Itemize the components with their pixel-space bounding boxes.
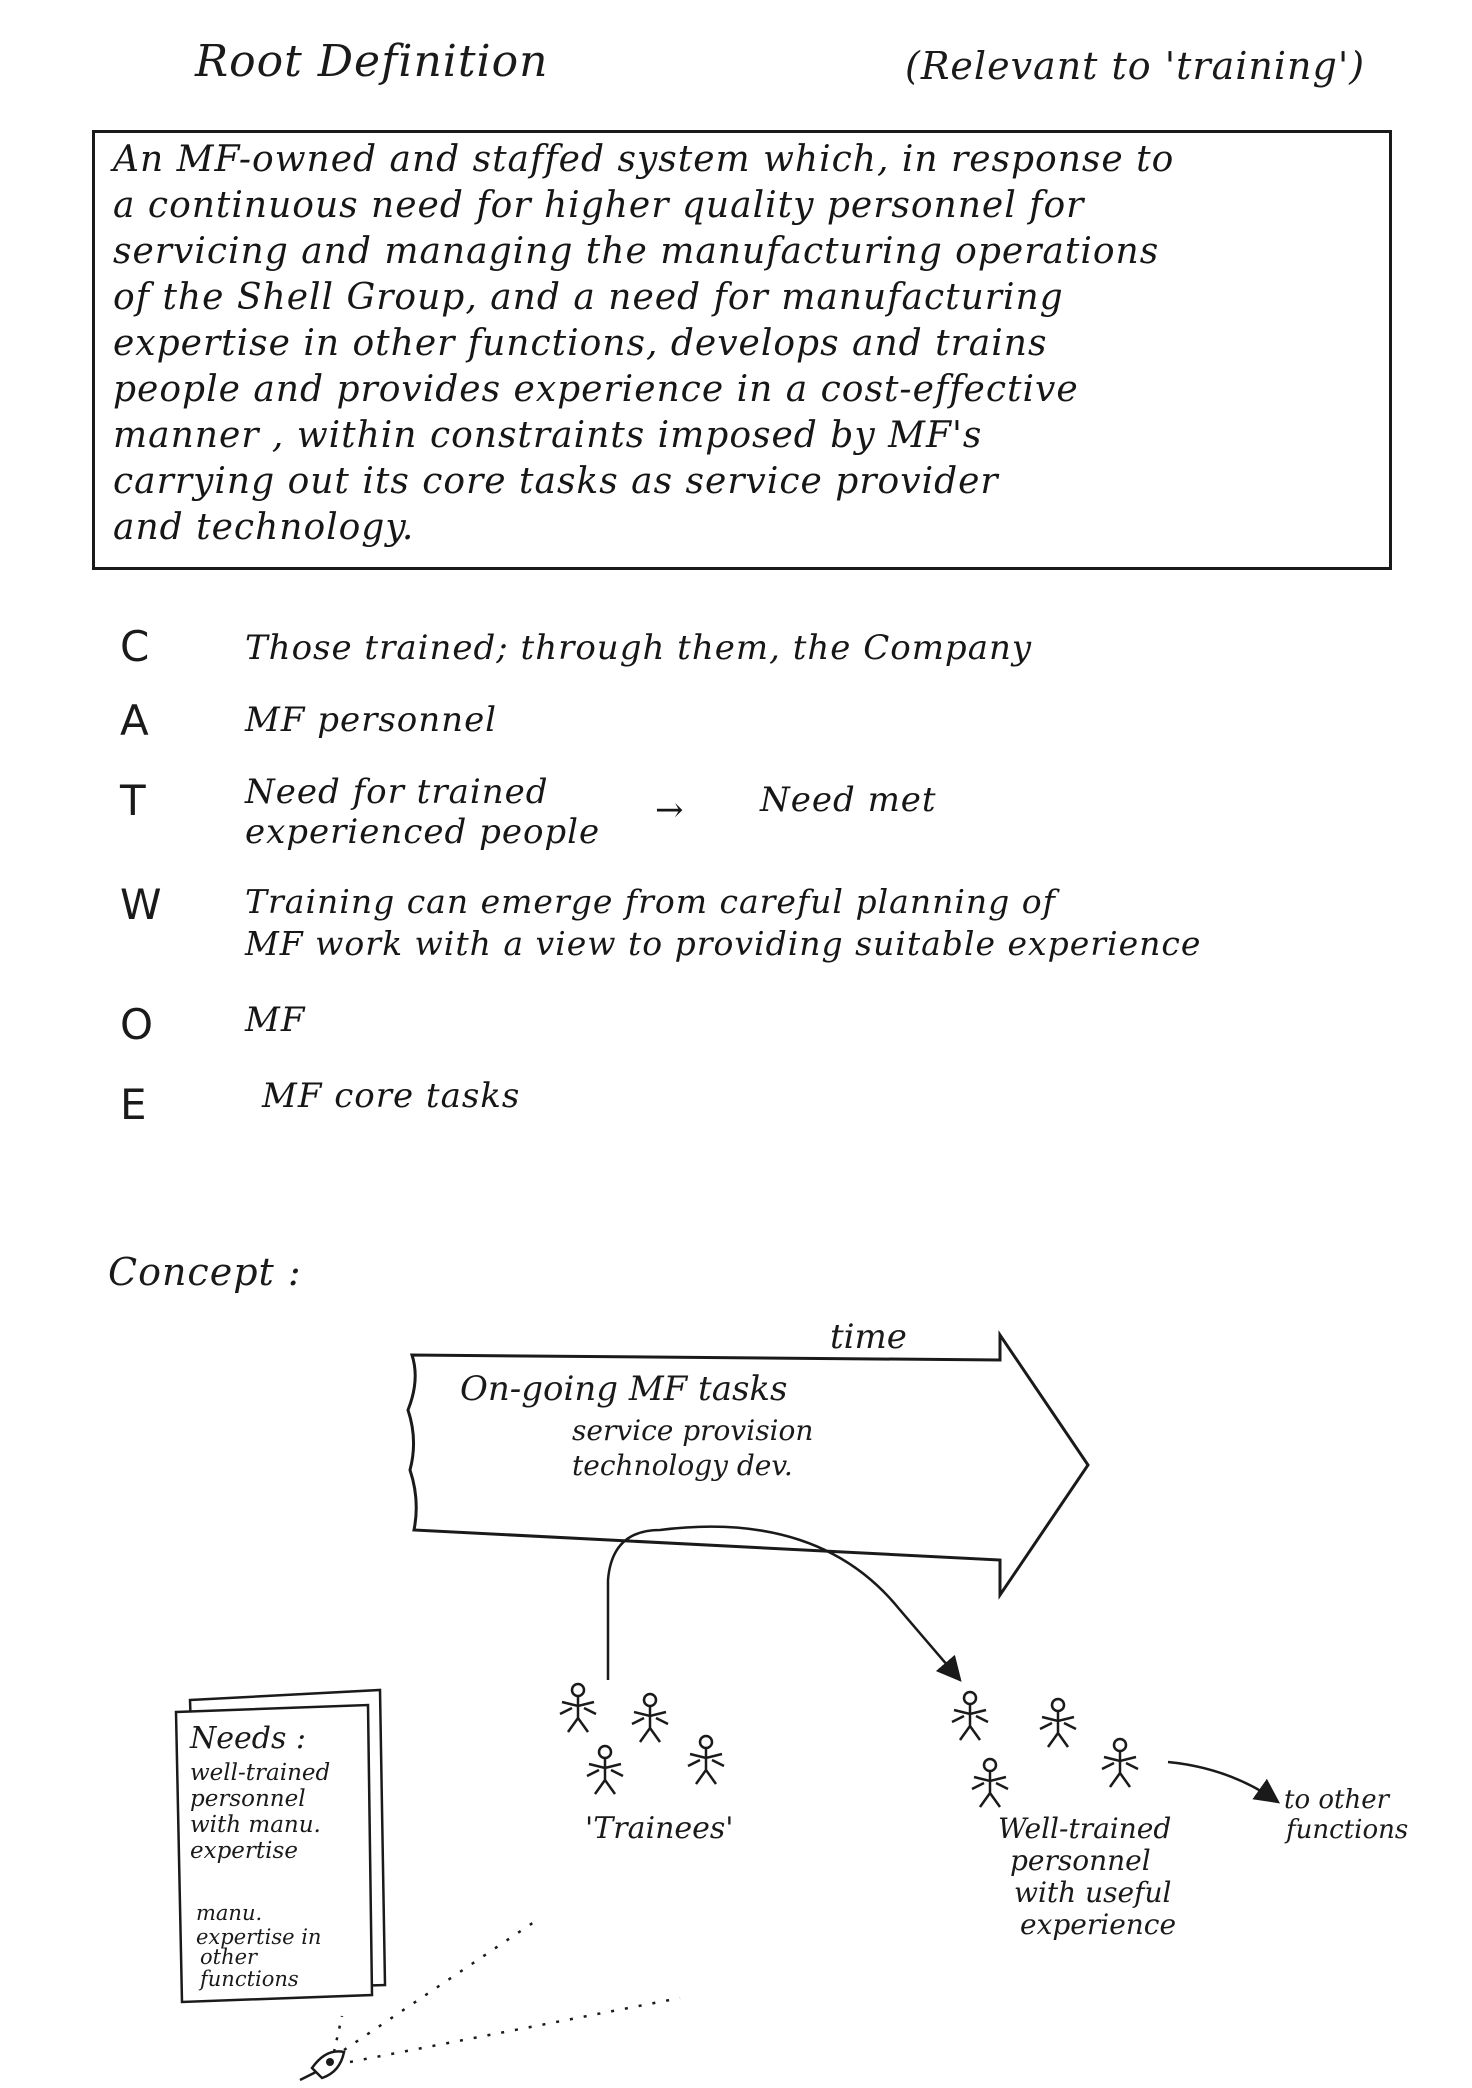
concept-label: Concept : bbox=[108, 1250, 302, 1294]
page-title: Root Definition bbox=[195, 36, 549, 87]
trained-label-line2: personnel bbox=[1010, 1844, 1151, 1877]
time-label: time bbox=[830, 1317, 907, 1357]
catwoe-customers: Those trained; through them, the Company bbox=[245, 628, 1033, 668]
catwoe-environment: MF core tasks bbox=[262, 1076, 521, 1116]
needs-line3: with manu. bbox=[190, 1812, 321, 1838]
trainees-label: 'Trainees' bbox=[585, 1811, 734, 1846]
transformation-arrow: → bbox=[655, 790, 685, 830]
needs-title: Needs : bbox=[189, 1721, 306, 1756]
catwoe-letter-w: W bbox=[120, 880, 162, 929]
root-definition-line: a continuous need for higher quality per… bbox=[113, 185, 1085, 226]
other-functions-line2: functions bbox=[1284, 1815, 1408, 1845]
training-path-curve bbox=[606, 1525, 962, 1682]
catwoe-actors: MF personnel bbox=[245, 700, 498, 740]
needs-line2: personnel bbox=[190, 1786, 306, 1812]
needs-line1: well-trained bbox=[190, 1760, 330, 1786]
root-definition-line: An MF-owned and staffed system which, in… bbox=[113, 139, 1175, 180]
trained-label-line3: with useful bbox=[1014, 1876, 1171, 1909]
root-definition-line: manner , within constraints imposed by M… bbox=[113, 415, 983, 456]
root-definition-line: and technology. bbox=[113, 507, 415, 548]
catwoe-letter-c: C bbox=[120, 622, 150, 671]
root-definition-line: servicing and managing the manufacturing… bbox=[113, 231, 1160, 272]
observer-sight-line bbox=[343, 1916, 541, 2052]
trained-label-line4: experience bbox=[1020, 1908, 1176, 1941]
observer-eye-icon bbox=[299, 2050, 346, 2082]
catwoe-transformation-input: Need for trained bbox=[245, 772, 549, 812]
catwoe-worldview: Training can emerge from careful plannin… bbox=[245, 882, 1056, 921]
needs-note-front bbox=[174, 1703, 374, 2004]
other-functions-line1: to other bbox=[1284, 1785, 1391, 1815]
catwoe-letter-e: E bbox=[120, 1080, 147, 1129]
catwoe-transformation-input-2: experienced people bbox=[245, 812, 601, 852]
trained-label-line1: Well-trained bbox=[998, 1812, 1171, 1845]
root-definition-line: of the Shell Group, and a need for manuf… bbox=[113, 277, 1064, 318]
ongoing-tasks-arrow bbox=[406, 1330, 1090, 1600]
needs-line8: functions bbox=[198, 1967, 299, 1991]
observer-sight-line bbox=[332, 2015, 344, 2053]
catwoe-transformation-output: Need met bbox=[760, 780, 937, 820]
root-definition-box: An MF-owned and staffed system which, in… bbox=[92, 130, 1392, 570]
arrow-title: On-going MF tasks bbox=[460, 1369, 787, 1409]
needs-note-back bbox=[188, 1688, 387, 1992]
root-definition-line: people and provides experience in a cost… bbox=[113, 369, 1079, 410]
catwoe-owner: MF bbox=[245, 1000, 306, 1040]
arrow-subtitle-service: service provision bbox=[572, 1414, 813, 1447]
root-definition-line: expertise in other functions, develops a… bbox=[113, 323, 1048, 364]
needs-line6: expertise in bbox=[196, 1925, 321, 1949]
needs-line7: other bbox=[200, 1945, 259, 1969]
catwoe-letter-a: A bbox=[120, 696, 149, 745]
trained-personnel-figures bbox=[950, 1690, 1140, 1809]
page-subtitle: (Relevant to 'training') bbox=[905, 44, 1366, 88]
catwoe-worldview-2: MF work with a view to providing suitabl… bbox=[245, 924, 1202, 963]
needs-line4: expertise bbox=[190, 1838, 298, 1864]
trainee-figures bbox=[558, 1682, 726, 1796]
observer-sight-line bbox=[349, 1996, 681, 2064]
needs-line5: manu. bbox=[196, 1901, 262, 1925]
root-definition-line: carrying out its core tasks as service p… bbox=[113, 461, 999, 502]
catwoe-letter-o: O bbox=[120, 1000, 154, 1049]
catwoe-letter-t: T bbox=[120, 776, 146, 825]
arrow-subtitle-technology: technology dev. bbox=[572, 1449, 793, 1482]
to-other-functions-arrow bbox=[1167, 1760, 1281, 1804]
